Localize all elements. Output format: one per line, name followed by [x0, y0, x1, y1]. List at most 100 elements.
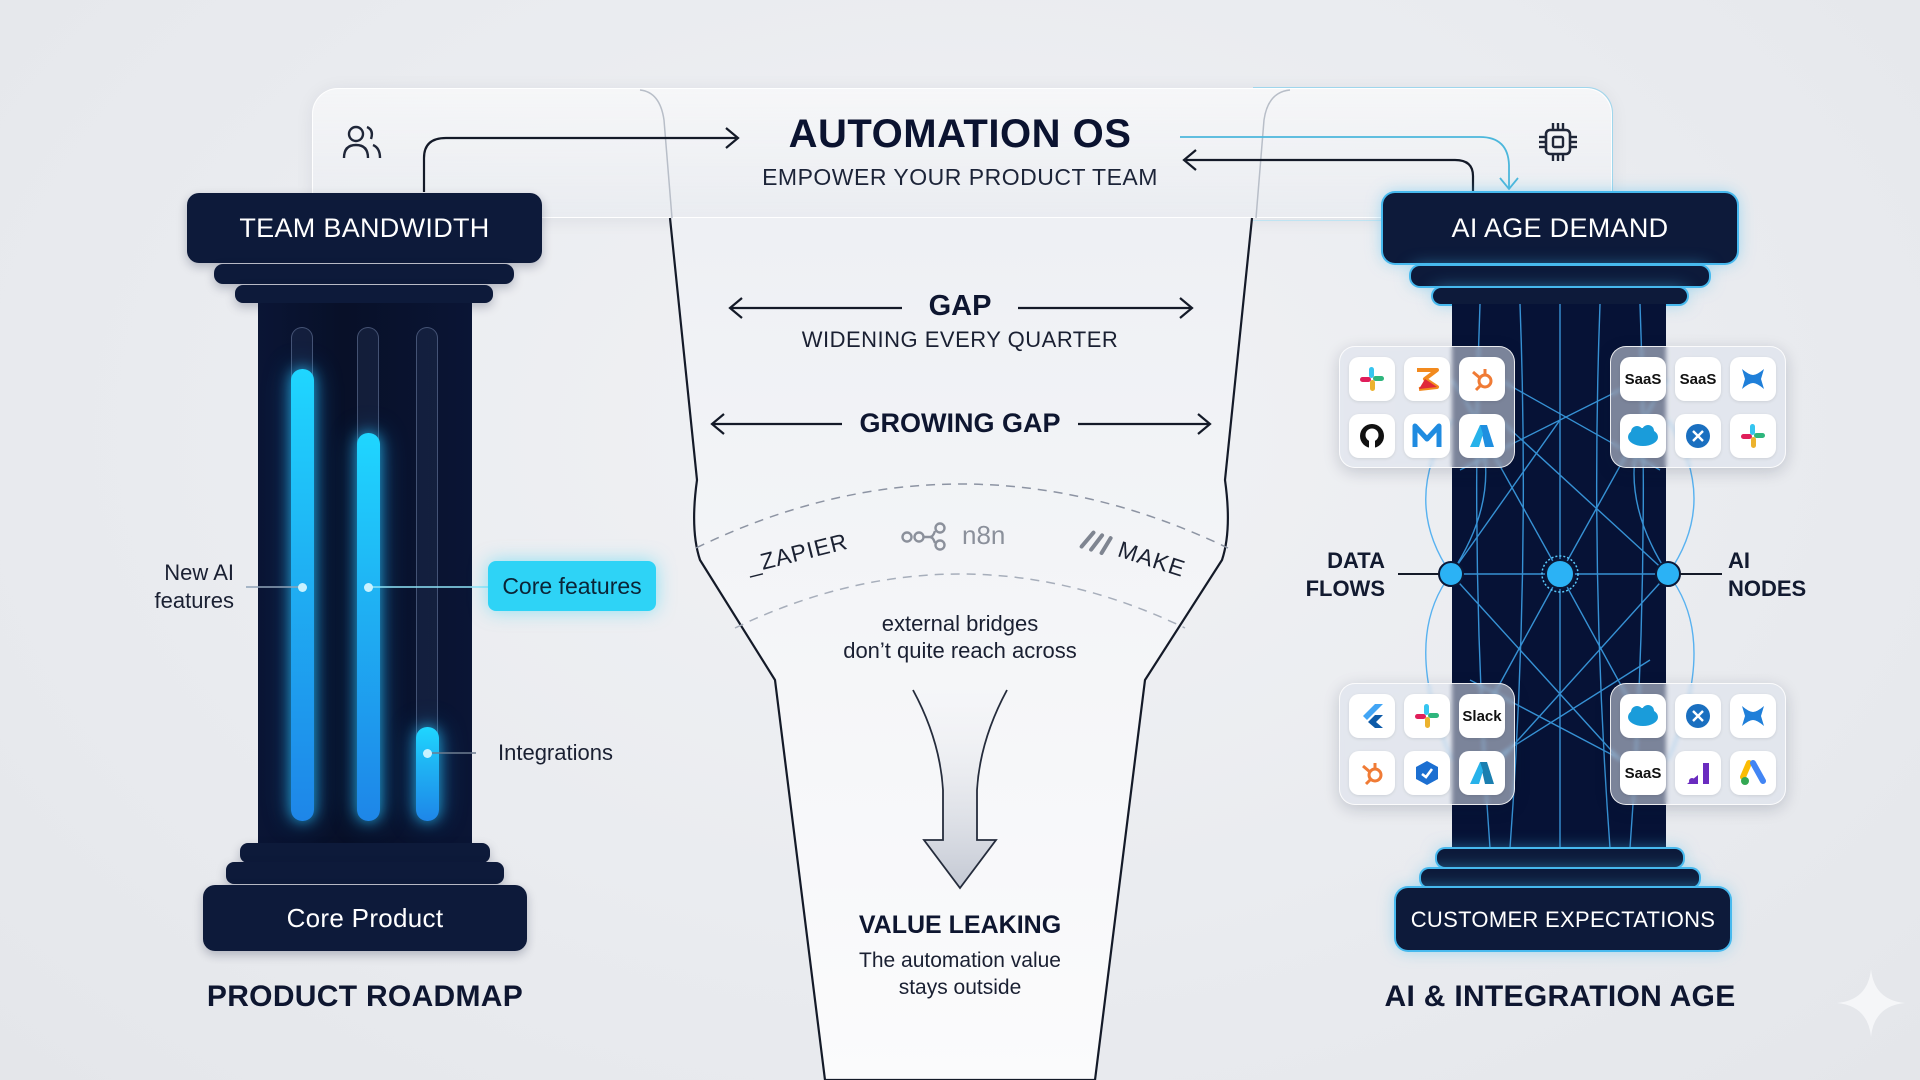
leak-line1: The automation value — [859, 949, 1061, 972]
confluence-icon — [1730, 357, 1776, 401]
bar-track-core — [356, 327, 380, 821]
slack-wordmark-tile: Slack — [1459, 694, 1505, 738]
ai-nodes-line1: AI — [1728, 548, 1750, 573]
make-m-icon — [1404, 414, 1450, 458]
data-flows-line2: FLOWS — [1305, 576, 1385, 601]
bridge-arc-upper — [695, 483, 1229, 549]
gap-arrowhead-left — [728, 297, 743, 319]
data-flows-line1: DATA — [1327, 548, 1385, 573]
new-ai-line1: New AI — [164, 560, 234, 585]
marker-core — [364, 583, 373, 592]
tile-group-bottom-right: SaaS — [1610, 683, 1786, 805]
azure-icon — [1459, 414, 1505, 458]
core-node — [1545, 559, 1575, 589]
tile-group-top-right: SaaS SaaS — [1610, 346, 1786, 468]
left-capital-step-1 — [214, 264, 514, 284]
left-capital-step-2 — [235, 285, 493, 303]
salesforce-icon — [1620, 694, 1666, 738]
sendinblue-icon — [1404, 357, 1450, 401]
gap-arrowhead-right — [1179, 297, 1194, 319]
new-ai-features-label: New AI features — [138, 559, 235, 615]
value-leaking-text: The automation value stays outside — [0, 947, 1920, 1001]
core-product-label: Core Product — [286, 903, 444, 933]
data-flows-label: DATA FLOWS — [1305, 547, 1385, 603]
left-base-step-2 — [226, 862, 504, 884]
ai-nodes-label: AI NODES — [1728, 547, 1806, 603]
shield-app-icon — [1404, 751, 1450, 795]
customer-expectations-label: CUSTOMER EXPECTATIONS — [1410, 907, 1716, 932]
page-subtitle: EMPOWER YOUR PRODUCT TEAM — [762, 164, 1158, 190]
left-pillar-capital: TEAM BANDWIDTH — [187, 193, 542, 263]
left-pillar-base: Core Product — [203, 885, 527, 951]
make-logo: MAKE — [1078, 524, 1189, 583]
growing-gap-title: GROWING GAP — [859, 408, 1061, 438]
data-flows-node — [1438, 561, 1464, 587]
saas-tile: SaaS — [1620, 357, 1666, 401]
saas-tile: SaaS — [1675, 357, 1721, 401]
right-pillar-capital: AI AGE DEMAND — [1383, 193, 1737, 263]
tile-group-bottom-left: Slack — [1339, 683, 1515, 805]
bridges-note-line2: don’t quite reach across — [843, 638, 1077, 663]
ai-nodes-line2: NODES — [1728, 576, 1807, 601]
bar-fill-core — [356, 432, 380, 821]
right-base-step-2 — [1421, 869, 1699, 887]
users-icon — [342, 125, 382, 159]
bar-track-new-ai — [290, 327, 314, 821]
gap-title: GAP — [928, 290, 992, 322]
right-capital-step-1 — [1411, 266, 1709, 286]
leak-line2: stays outside — [898, 976, 1022, 999]
value-leaking-title: VALUE LEAKING — [858, 911, 1062, 939]
bridges-note-line1: external bridges — [881, 611, 1039, 636]
gap-subtitle: WIDENING EVERY QUARTER — [801, 327, 1119, 352]
github-icon — [1349, 414, 1395, 458]
left-base-step-1 — [240, 843, 490, 863]
azure-icon — [1459, 751, 1505, 795]
xero-icon — [1675, 694, 1721, 738]
google-ads-icon — [1730, 751, 1776, 795]
marker-new-ai — [298, 583, 307, 592]
n8n-label: n8n — [962, 520, 1006, 550]
slack-icon — [1404, 694, 1450, 738]
connector-cyan — [1180, 136, 1510, 188]
analytics-icon — [1675, 751, 1721, 795]
page-title: AUTOMATION OS — [788, 112, 1132, 156]
core-features-pill: Core features — [488, 561, 656, 611]
integrations-label: Integrations — [498, 740, 613, 765]
slack-icon — [1349, 357, 1395, 401]
marker-integrations — [423, 749, 432, 758]
bar-fill-integrations — [415, 727, 439, 821]
n8n-logo: n8n — [900, 520, 1005, 551]
ai-age-demand-label: AI AGE DEMAND — [1451, 213, 1669, 243]
leak-arrow-icon — [912, 689, 1008, 890]
arrowhead-right — [725, 127, 740, 149]
right-base-step-1 — [1437, 849, 1683, 867]
growing-gap-arrowhead-right — [1197, 413, 1212, 435]
bar-fill-new-ai — [290, 368, 314, 821]
growing-gap-arrowhead-left — [710, 413, 725, 435]
hubspot-icon — [1349, 751, 1395, 795]
product-roadmap-label: PRODUCT ROADMAP — [206, 980, 524, 1013]
ai-integration-age-label: AI & INTEGRATION AGE — [1384, 980, 1736, 1013]
bar-track-integrations — [415, 327, 439, 821]
team-bandwidth-label: TEAM BANDWIDTH — [239, 213, 490, 243]
funnel-shape — [668, 217, 1254, 1080]
make-icon — [1079, 530, 1113, 555]
new-ai-line2: features — [154, 588, 235, 613]
bridges-note: external bridges don’t quite reach acros… — [0, 610, 1920, 664]
flutter-icon — [1349, 694, 1395, 738]
chip-icon — [1539, 123, 1577, 161]
banner-divider-left — [639, 89, 673, 219]
xero-icon — [1675, 414, 1721, 458]
confluence-icon — [1730, 694, 1776, 738]
connector-left — [422, 136, 736, 192]
right-capital-step-2 — [1433, 288, 1687, 304]
arrowhead-down-cyan — [1499, 177, 1519, 191]
slack-icon — [1730, 414, 1776, 458]
n8n-icon — [901, 521, 946, 551]
saas-tile: SaaS — [1620, 751, 1666, 795]
bridge-arc-lower — [734, 573, 1186, 629]
hubspot-icon — [1459, 357, 1505, 401]
tile-group-top-left — [1339, 346, 1515, 468]
salesforce-icon — [1620, 414, 1666, 458]
